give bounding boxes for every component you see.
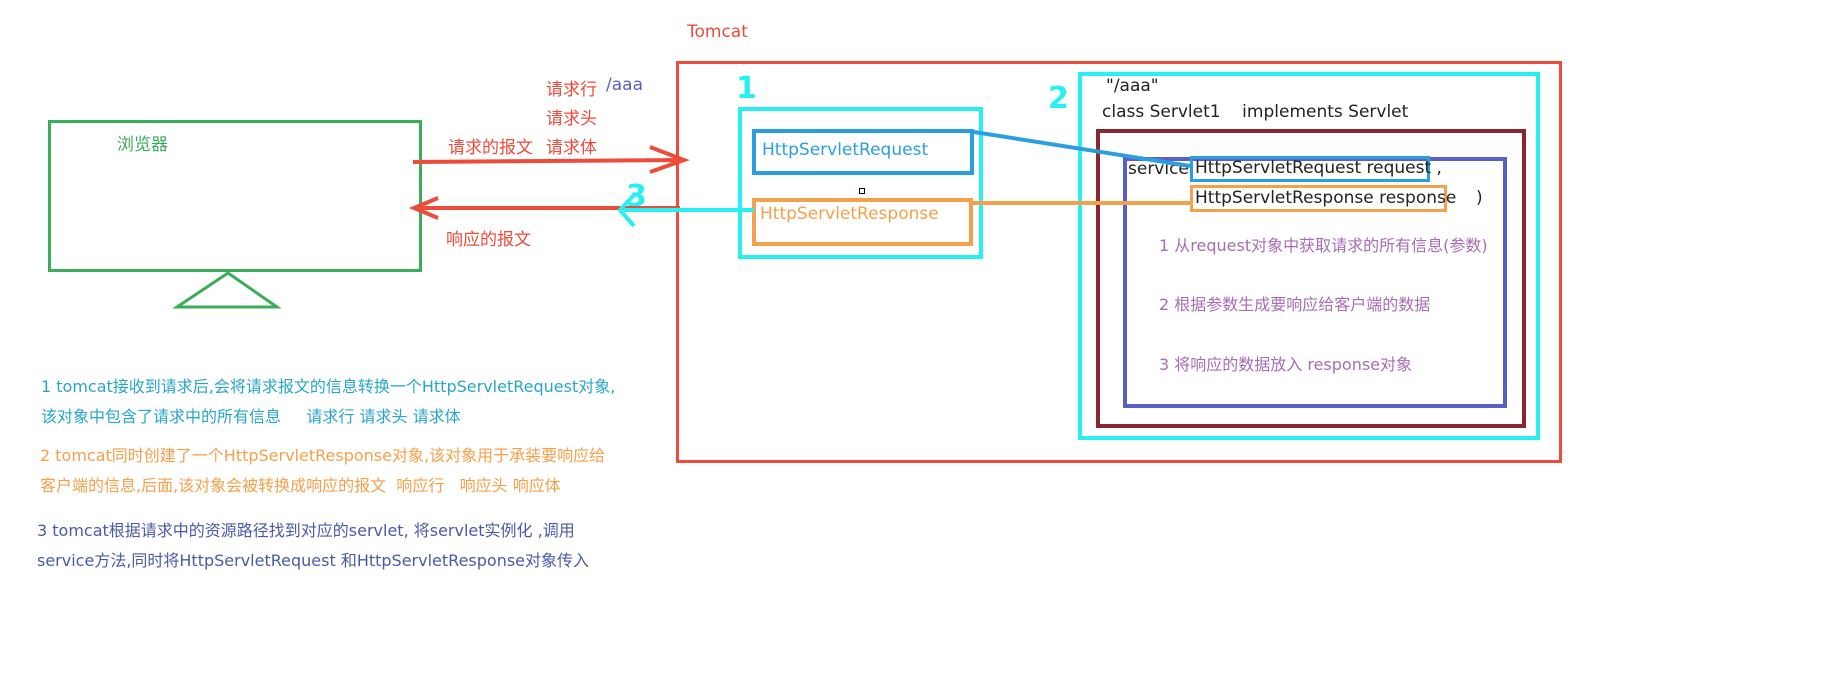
note-3-line-2: service方法,同时将HttpServletRequest 和HttpSer… (37, 551, 590, 570)
request-arrow-head (649, 145, 690, 174)
cursor-dot (859, 188, 865, 194)
request-object-label: HttpServletRequest (762, 140, 929, 160)
response-message-label: 响应的报文 (446, 230, 531, 250)
monitor-stand (172, 271, 282, 309)
tomcat-container (676, 61, 1562, 463)
response-arrow-head (408, 196, 439, 220)
marker-two: 2 (1048, 81, 1069, 116)
request-body-label: 请求体 (546, 138, 597, 158)
note-3-line-1: 3 tomcat根据请求中的资源路径找到对应的servlet, 将servlet… (37, 521, 575, 540)
service-step-3: 3 将响应的数据放入 response对象 (1159, 355, 1413, 374)
request-message-label: 请求的报文 (448, 138, 533, 158)
servlet-class-decl: class Servlet1 implements Servlet (1102, 102, 1409, 122)
marker-three: 3 (626, 179, 647, 214)
param-response: HttpServletResponse response (1195, 188, 1457, 208)
note-1-line-2: 该对象中包含了请求中的所有信息 请求行 请求头 请求体 (41, 407, 461, 426)
request-line-label: 请求行 (546, 80, 597, 100)
browser-label: 浏览器 (117, 135, 168, 155)
note-2-line-2: 客户端的信息,后面,该对象会被转换成响应的报文 响应行 响应头 响应体 (40, 476, 561, 495)
cyan-arrow-head (617, 191, 638, 228)
response-object-label: HttpServletResponse (760, 204, 939, 224)
request-arrow (412, 158, 685, 164)
objects-box (738, 107, 983, 259)
request-connector (973, 130, 1191, 168)
marker-one: 1 (736, 71, 757, 106)
servlet-mapping: "/aaa" (1106, 76, 1159, 96)
note-1-line-1: 1 tomcat接收到请求后,会将请求报文的信息转换一个HttpServletR… (41, 377, 616, 396)
response-object-box (752, 198, 973, 246)
browser-monitor (48, 120, 422, 272)
param-response-box (1190, 185, 1447, 212)
note-2-line-1: 2 tomcat同时创建了一个HttpServletResponse对象,该对象… (40, 446, 606, 465)
request-path: /aaa (606, 75, 643, 95)
servlet-class-box (1096, 129, 1526, 428)
request-object-box (752, 129, 974, 175)
tomcat-label: Tomcat (687, 22, 748, 42)
param-request: HttpServletRequest request , (1195, 158, 1442, 178)
close-paren: ) (1476, 188, 1483, 208)
servlet-mapping-box (1078, 72, 1540, 440)
request-header-label: 请求头 (546, 109, 597, 129)
service-step-2: 2 根据参数生成要响应给客户端的数据 (1159, 295, 1431, 314)
service-method-box (1123, 157, 1507, 408)
service-step-1: 1 从request对象中获取请求的所有信息(参数) (1159, 236, 1488, 255)
param-request-box (1190, 156, 1430, 182)
